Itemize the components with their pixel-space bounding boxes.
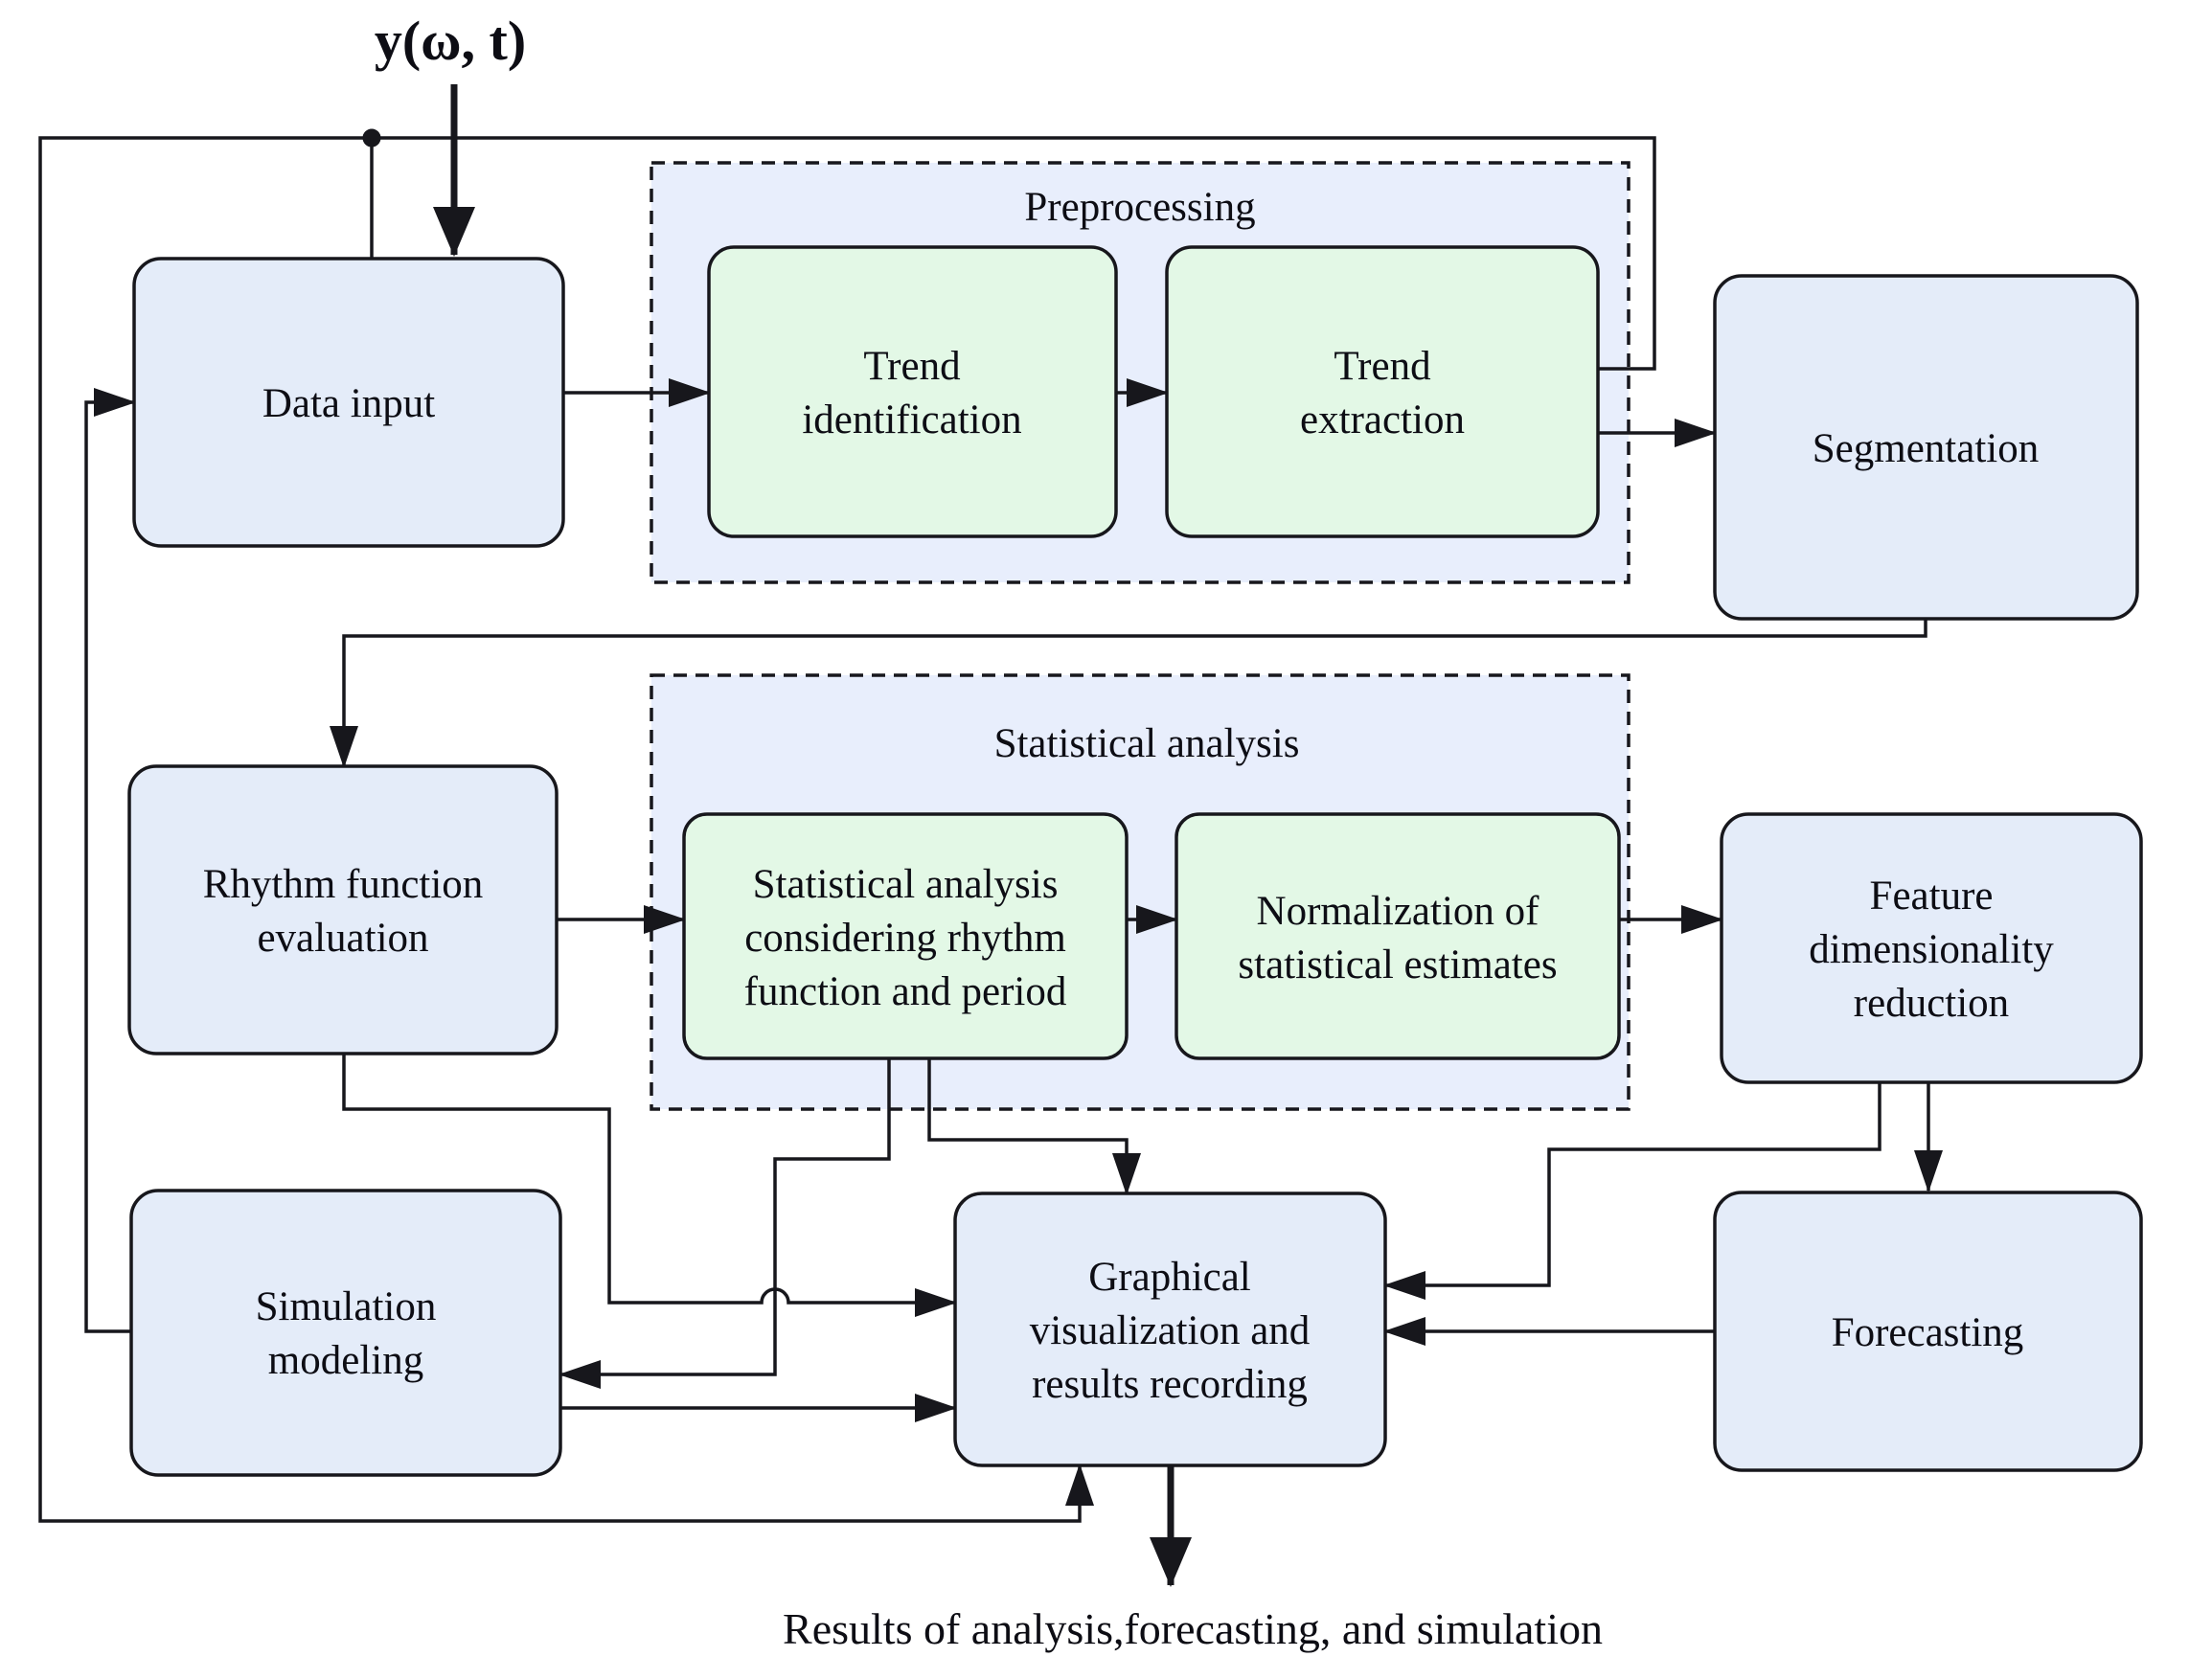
- simulation-modeling-label: modeling: [268, 1338, 423, 1383]
- rhythm-function-evaluation-label: Rhythm function: [203, 862, 484, 907]
- node-graphical-visualization: [953, 1192, 1387, 1467]
- results-caption: Results of analysis,forecasting, and sim…: [783, 1604, 1603, 1653]
- node-rhythm-function-evaluation: [127, 764, 559, 1055]
- node-simulation-modeling: [129, 1189, 562, 1477]
- connector-rhythm-graphical: [342, 1054, 957, 1317]
- node-trend-identification: [707, 245, 1118, 538]
- connector-segmentation-rhythm: [330, 619, 1927, 768]
- trend-extraction-label: extraction: [1300, 397, 1465, 443]
- node-feature-dimensionality-reduction: [1720, 812, 2143, 1084]
- forecasting-label: Forecasting: [1832, 1310, 2024, 1355]
- signal-input-label: y(ω, t): [375, 10, 526, 72]
- trend-identification-label: Trend: [863, 344, 960, 389]
- connector-statbox-graphical: [927, 1058, 1141, 1195]
- node-forecasting: [1713, 1191, 2143, 1472]
- preprocessing-title: Preprocessing: [1024, 185, 1255, 230]
- trend-identification-label: identification: [802, 397, 1021, 443]
- graphical-visualization-label: visualization and: [1030, 1308, 1311, 1353]
- node-segmentation: [1713, 274, 2139, 621]
- graphical-visualization-label: results recording: [1032, 1362, 1308, 1407]
- normalization-label: statistical estimates: [1238, 942, 1557, 987]
- connector-feature-graphical: [1383, 1082, 1881, 1300]
- rhythm-function-evaluation-label: evaluation: [257, 916, 428, 961]
- connector-simulation-datainput: [84, 388, 136, 1333]
- statistical-analysis-considering-label: function and period: [744, 969, 1067, 1014]
- statistical-analysis-considering-label: considering rhythm: [744, 916, 1066, 961]
- feature-dimensionality-reduction-label: reduction: [1854, 981, 2009, 1026]
- simulation-modeling-label: Simulation: [256, 1284, 437, 1329]
- statistical-analysis-considering-label: Statistical analysis: [753, 862, 1059, 907]
- statistical-analysis-title: Statistical analysis: [994, 721, 1300, 766]
- graphical-visualization-label: Graphical: [1088, 1255, 1251, 1300]
- normalization-label: Normalization of: [1257, 889, 1540, 934]
- feature-dimensionality-reduction-label: dimensionality: [1809, 927, 2054, 972]
- node-statistical-analysis-considering: [682, 812, 1129, 1060]
- feature-dimensionality-reduction-label: Feature: [1870, 874, 1994, 919]
- node-data-input: [132, 257, 565, 548]
- node-trend-extraction: [1165, 245, 1600, 538]
- connector-statbox-simulation: [559, 1058, 891, 1389]
- data-input-label: Data input: [262, 381, 435, 426]
- trend-extraction-label: Trend: [1334, 344, 1430, 389]
- node-normalization: [1174, 812, 1621, 1060]
- segmentation-label: Segmentation: [1813, 426, 2039, 471]
- connector-feedback-loop: [38, 136, 1656, 1523]
